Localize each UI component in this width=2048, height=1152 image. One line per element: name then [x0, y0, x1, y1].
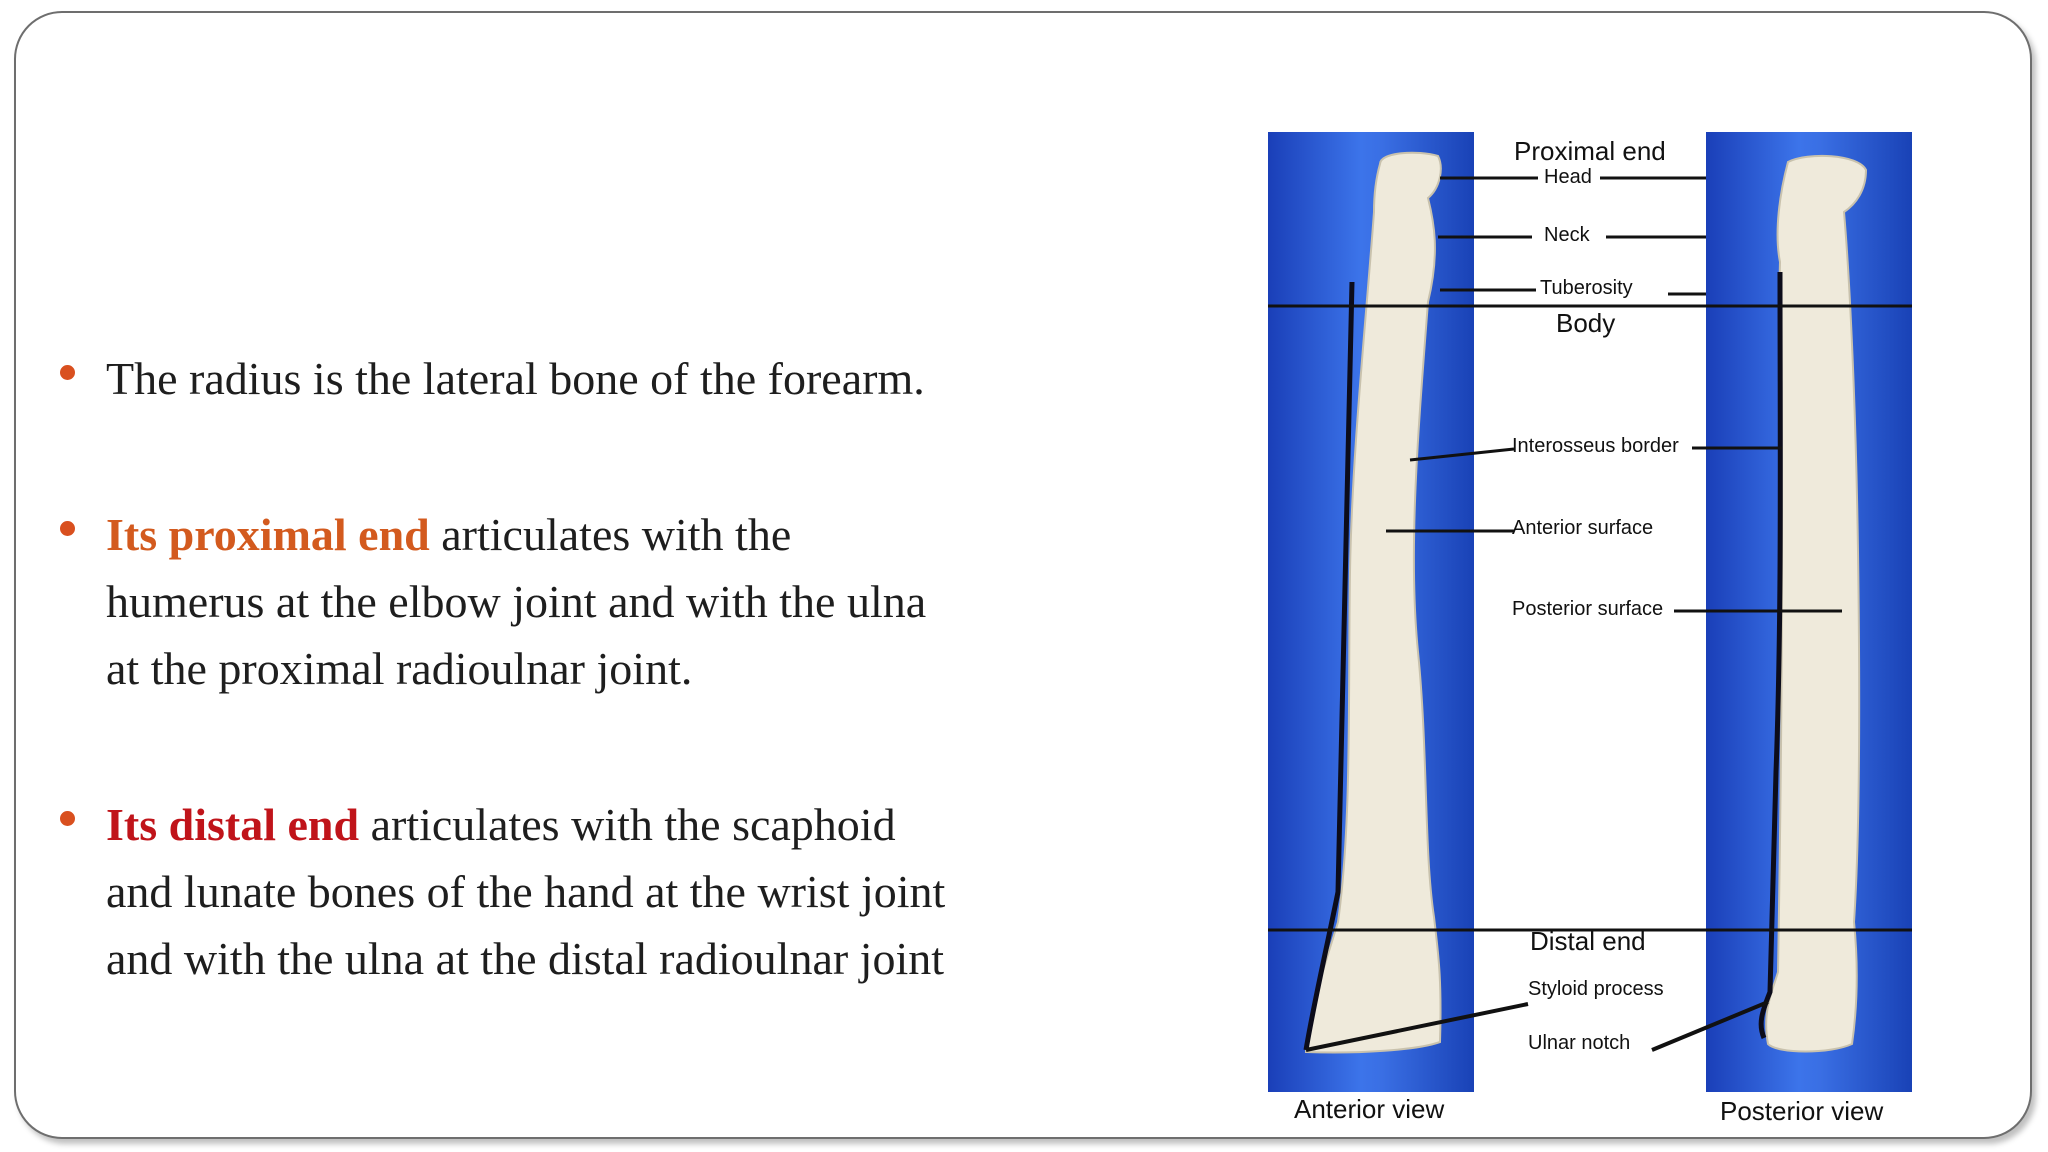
label-styloid-process: Styloid process [1528, 978, 1664, 1000]
bullet-highlight: Its distal end [106, 799, 360, 850]
bone-illustration [1268, 151, 1912, 1054]
bullet-dot [60, 811, 75, 826]
bullet-dot [60, 521, 75, 536]
bullet-text: articulates with the scaphoid and lunate… [106, 799, 946, 984]
label-interosseus-border: Interosseus border [1512, 435, 1679, 457]
bullet-text: The radius is the lateral bone of the fo… [106, 353, 925, 404]
radius-bone-figure: Proximal end Head Neck Tuberosity Body I… [1268, 132, 1912, 1132]
label-posterior-view: Posterior view [1720, 1096, 1884, 1126]
label-posterior-surface: Posterior surface [1512, 598, 1664, 620]
label-proximal-end: Proximal end [1514, 136, 1666, 166]
bullet-item-1: The radius is the lateral bone of the fo… [60, 345, 960, 412]
label-tuberosity: Tuberosity [1540, 277, 1633, 299]
anterior-bone [1304, 151, 1442, 1054]
label-anterior-surface: Anterior surface [1512, 517, 1654, 539]
label-anterior-view: Anterior view [1294, 1094, 1445, 1124]
label-neck: Neck [1544, 224, 1590, 246]
label-body: Body [1556, 308, 1616, 338]
bullet-item-2: Its proximal end articulates with the hu… [60, 501, 960, 702]
label-ulnar-notch: Ulnar notch [1528, 1032, 1631, 1054]
bullet-list: The radius is the lateral bone of the fo… [60, 345, 960, 992]
bullet-dot [60, 365, 75, 380]
label-head: Head [1544, 166, 1592, 188]
label-distal-end: Distal end [1530, 926, 1646, 956]
bullet-item-3: Its distal end articulates with the scap… [60, 791, 960, 992]
bullet-text: articulates with the humerus at the elbo… [106, 509, 927, 694]
bullet-highlight: Its proximal end [106, 509, 430, 560]
